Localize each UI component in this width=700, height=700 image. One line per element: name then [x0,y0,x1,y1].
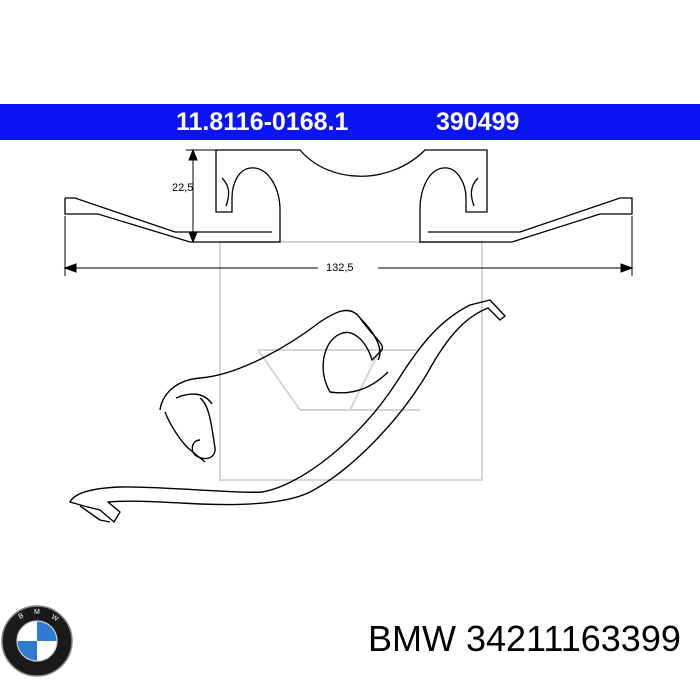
height-dimension [186,148,216,244]
header-bar [0,104,700,140]
perspective-view-clip [69,299,506,523]
watermark [219,241,483,481]
width-dimension-label: 132,5 [326,262,354,274]
top-view-clip [64,149,633,243]
svg-text:B: B [18,612,26,621]
svg-text:W: W [50,614,60,624]
ref-number: 390499 [436,108,520,136]
width-dimension [63,216,634,276]
brand-part-caption: BMW 34211163399 [368,618,681,659]
part-number: 11.8116-0168.1 [176,108,349,136]
svg-text:M: M [34,609,40,616]
bmw-roundel-icon: B M W [1,605,73,677]
height-dimension-label: 22,5 [172,182,194,194]
